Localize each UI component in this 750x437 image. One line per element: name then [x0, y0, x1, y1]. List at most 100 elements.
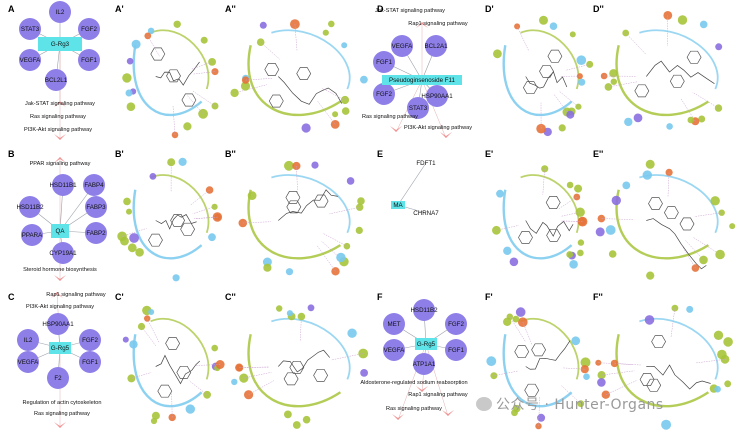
- residue-dot: [148, 309, 155, 315]
- watermark: 公众号 · Hunter-Organs: [476, 394, 664, 414]
- residue-dot: [541, 165, 549, 173]
- residue-dot: [286, 310, 293, 317]
- interaction-line: [243, 372, 272, 379]
- target-label: FABP2: [86, 230, 106, 237]
- residue-dot: [566, 110, 575, 119]
- pathway-arrow: [54, 157, 66, 163]
- residue-dot: [208, 233, 216, 242]
- ligand-ring: [686, 50, 702, 64]
- pathway-label: PI3K-Akt signaling pathway: [404, 125, 472, 131]
- interaction-line: [172, 105, 176, 135]
- ligand-ring: [313, 194, 329, 208]
- target-label: PPARA: [22, 232, 43, 239]
- target-label: FGF2: [376, 91, 392, 98]
- interaction-line: [321, 88, 346, 101]
- residue-dot: [687, 116, 695, 124]
- residue-dot: [503, 317, 512, 326]
- residue-dot: [262, 257, 272, 267]
- ligand-ring: [150, 47, 166, 61]
- interaction-line: [670, 308, 676, 338]
- pathway-label: Steroid hormone biosynthesis: [23, 267, 97, 273]
- pocket-surface: [520, 29, 580, 90]
- residue-dot: [666, 123, 673, 130]
- panel-letter-a: A: [8, 4, 15, 14]
- target-node: [445, 313, 467, 335]
- target-node: [413, 353, 435, 375]
- ligand-ring: [518, 231, 533, 244]
- interaction-line: [171, 391, 173, 418]
- pocket-surface: [502, 334, 573, 408]
- interaction-line: [560, 384, 581, 404]
- residue-dot: [336, 252, 346, 263]
- residue-dot: [515, 307, 526, 317]
- residue-dot: [301, 123, 311, 133]
- interaction-line: [234, 84, 267, 94]
- pocket-surface: [150, 318, 210, 380]
- residue-dot: [492, 225, 501, 235]
- target-node: [19, 49, 41, 71]
- residue-dot: [200, 36, 208, 44]
- interaction-line: [194, 216, 218, 220]
- target-label: STAT3: [21, 26, 40, 33]
- residue-dot: [126, 208, 132, 215]
- compound-node: [415, 338, 437, 350]
- interaction-line: [331, 353, 364, 361]
- residue-dot: [723, 337, 733, 347]
- interaction-line: [542, 168, 545, 195]
- residue-dot: [259, 21, 267, 29]
- residue-dot: [610, 78, 617, 85]
- residue-dot: [297, 312, 306, 321]
- residue-dot: [211, 344, 218, 352]
- residue-dot: [595, 227, 605, 237]
- interaction-line: [559, 91, 579, 107]
- target-node: [85, 196, 107, 218]
- target-label: MET: [387, 321, 400, 328]
- pocket-surface: [150, 174, 210, 234]
- ligand-skeleton: [278, 189, 338, 221]
- ligand-ring: [166, 69, 181, 83]
- interaction-line: [493, 370, 518, 376]
- pathway-label: Ras signaling pathway: [386, 406, 442, 412]
- ligand-ring: [176, 365, 192, 379]
- residue-dot: [493, 49, 502, 59]
- ligand-skeleton: [525, 340, 571, 370]
- residue-dot: [713, 330, 724, 340]
- ligand-ring: [296, 67, 312, 80]
- panel-letter-c: C: [8, 292, 15, 302]
- residue-dot: [539, 15, 548, 25]
- target-label: FGF1: [82, 359, 98, 366]
- target-node: [425, 35, 447, 57]
- interaction-line: [605, 380, 637, 395]
- pathway-arrow: [54, 134, 66, 140]
- residue-dot: [646, 271, 655, 280]
- interaction-line: [694, 212, 722, 217]
- panel-letter-e: E: [377, 149, 383, 159]
- residue-dot: [360, 75, 368, 84]
- pocket-surface: [520, 318, 580, 380]
- pathway-label: Jak-STAT signaling pathway: [375, 8, 445, 14]
- panel-letter-f-prime: F': [485, 292, 493, 302]
- residue-dot: [583, 373, 590, 381]
- target-node: [79, 329, 101, 351]
- residue-dot: [263, 263, 272, 272]
- interaction-line: [562, 367, 585, 370]
- interaction-line: [122, 228, 147, 237]
- residue-dot: [285, 268, 294, 276]
- watermark-text: 公众号 · Hunter-Organs: [496, 397, 664, 413]
- interaction-line: [601, 218, 635, 220]
- residue-dot: [699, 20, 708, 29]
- residue-dot: [284, 410, 292, 419]
- pathway-arrow: [51, 292, 63, 298]
- residue-dot: [571, 336, 581, 346]
- residue-dot: [129, 340, 138, 349]
- pocket-surface: [150, 29, 210, 90]
- interaction-line: [190, 189, 210, 206]
- interaction-line: [561, 220, 583, 222]
- target-node: [78, 49, 100, 71]
- pathway-arrow: [416, 22, 428, 28]
- target-label: IL2: [24, 337, 33, 344]
- target-node: [83, 174, 105, 196]
- ligand-skeleton: [155, 354, 201, 385]
